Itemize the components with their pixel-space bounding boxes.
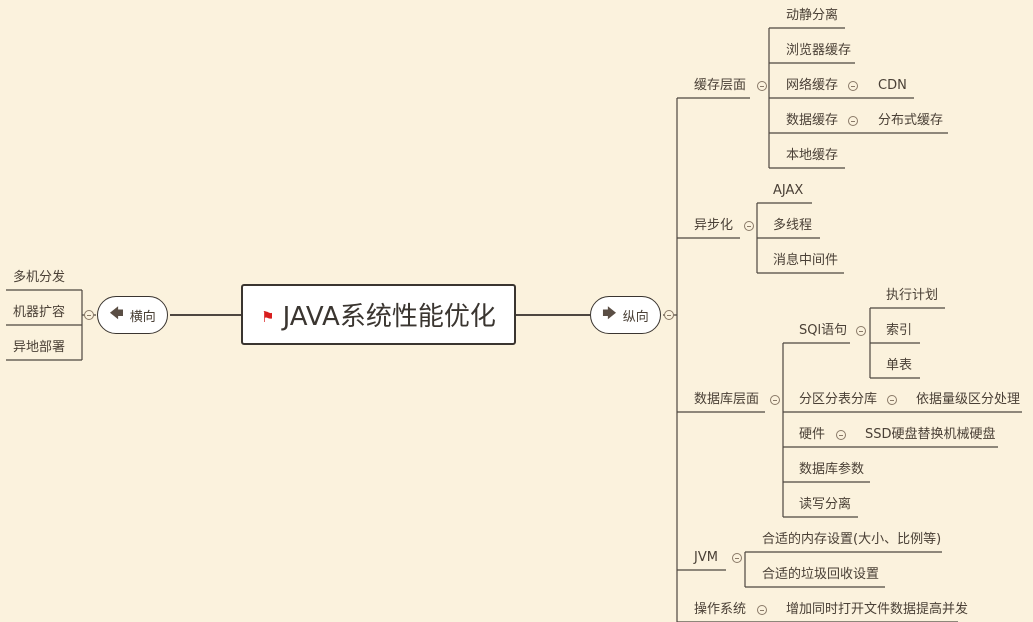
cache-item-1[interactable]: 浏览器缓存	[786, 43, 852, 58]
async-item-0[interactable]: AJAX	[773, 183, 804, 198]
collapse-toggle-icon[interactable]	[770, 395, 780, 405]
db-params-node[interactable]: 数据库参数	[799, 462, 865, 477]
root-node[interactable]: ⚑ JAVA系统性能优化	[241, 284, 516, 345]
collapse-toggle-icon[interactable]	[856, 326, 866, 336]
collapse-toggle-icon[interactable]	[848, 81, 858, 91]
sql-item-2[interactable]: 单表	[886, 358, 913, 373]
arrow-left-icon: 🡄	[109, 306, 124, 322]
async-item-2[interactable]: 消息中间件	[773, 253, 839, 268]
collapse-toggle-icon[interactable]	[757, 81, 767, 91]
hardware-child[interactable]: SSD硬盘替换机械硬盘	[865, 427, 996, 442]
jvm-item-0[interactable]: 合适的内存设置(大小、比例等)	[762, 532, 942, 547]
jvm-node[interactable]: JVM	[694, 550, 718, 565]
jvm-item-1[interactable]: 合适的垃圾回收设置	[762, 567, 880, 582]
async-item-1[interactable]: 多线程	[773, 218, 813, 233]
sql-node[interactable]: SQl语句	[799, 323, 848, 338]
collapse-toggle-icon[interactable]	[84, 310, 94, 320]
collapse-toggle-icon[interactable]	[757, 605, 767, 615]
async-node[interactable]: 异步化	[694, 218, 734, 233]
red-flag-icon: ⚑	[261, 307, 275, 326]
collapse-toggle-icon[interactable]	[732, 553, 742, 563]
cache-node[interactable]: 缓存层面	[694, 78, 747, 93]
os-node[interactable]: 操作系统	[694, 602, 747, 617]
collapse-toggle-icon[interactable]	[887, 395, 897, 405]
collapse-toggle-icon[interactable]	[664, 310, 674, 320]
sql-item-1[interactable]: 索引	[886, 323, 913, 338]
partition-child[interactable]: 依据量级区分处理	[916, 392, 1021, 407]
database-node[interactable]: 数据库层面	[694, 392, 760, 407]
vertical-node[interactable]: 🡆 纵向	[590, 296, 661, 334]
left-item-1[interactable]: 机器扩容	[13, 305, 66, 320]
distributed-cache-node[interactable]: 分布式缓存	[878, 113, 944, 128]
cache-item-2[interactable]: 网络缓存	[786, 78, 839, 93]
cache-item-0[interactable]: 动静分离	[786, 8, 839, 23]
os-child[interactable]: 增加同时打开文件数据提高并发	[786, 602, 969, 617]
cdn-node[interactable]: CDN	[878, 78, 907, 93]
sql-item-0[interactable]: 执行计划	[886, 288, 939, 303]
cache-item-4[interactable]: 本地缓存	[786, 148, 839, 163]
horizontal-label: 横向	[129, 309, 156, 325]
collapse-toggle-icon[interactable]	[848, 116, 858, 126]
collapse-toggle-icon[interactable]	[836, 430, 846, 440]
arrow-right-icon: 🡆	[602, 306, 617, 322]
partition-node[interactable]: 分区分表分库	[799, 392, 878, 407]
cache-item-3[interactable]: 数据缓存	[786, 113, 839, 128]
hardware-node[interactable]: 硬件	[799, 427, 826, 442]
read-write-split-node[interactable]: 读写分离	[799, 497, 852, 512]
left-item-0[interactable]: 多机分发	[13, 270, 66, 285]
vertical-label: 纵向	[622, 309, 649, 325]
horizontal-node[interactable]: 🡄 横向	[97, 296, 168, 334]
root-title: JAVA系统性能优化	[282, 302, 496, 332]
collapse-toggle-icon[interactable]	[744, 221, 754, 231]
left-item-2[interactable]: 异地部署	[13, 340, 66, 355]
